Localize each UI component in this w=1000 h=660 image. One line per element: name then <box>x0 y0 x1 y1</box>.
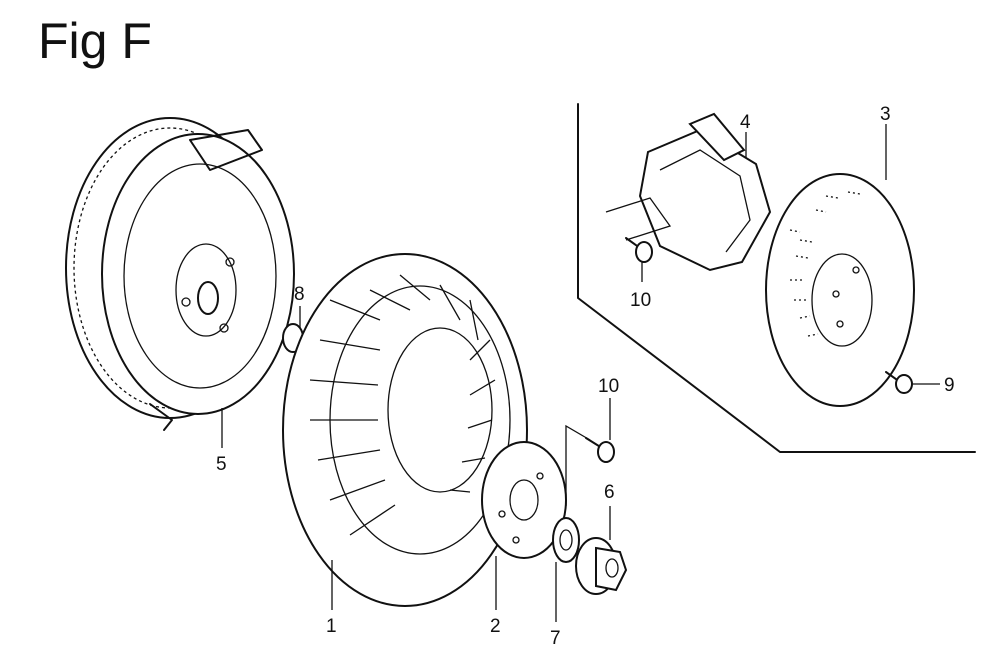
washer-part <box>552 517 580 563</box>
callout-10-starter: 10 <box>630 290 651 311</box>
callout-9: 9 <box>944 375 955 396</box>
fan-plate-part <box>481 441 567 559</box>
callout-1: 1 <box>326 616 337 637</box>
callout-2: 2 <box>490 616 501 637</box>
callout-3: 3 <box>880 104 891 125</box>
callout-8: 8 <box>294 284 305 305</box>
leader-lines <box>221 124 940 622</box>
flywheel-fan-part <box>282 253 528 607</box>
recoil-starter-part <box>605 112 772 272</box>
callout-5: 5 <box>216 454 227 475</box>
callout-6: 6 <box>604 482 615 503</box>
bolt-starter-part <box>625 237 653 263</box>
flange-nut-part <box>575 537 628 595</box>
subassembly-frame <box>577 103 976 453</box>
callout-4: 4 <box>740 112 751 133</box>
callout-7: 7 <box>550 628 561 649</box>
bolt-pulley-part <box>885 371 913 394</box>
starter-pulley-part <box>765 173 915 407</box>
figure-title: Fig F <box>38 13 152 69</box>
bolt-fan-part <box>585 437 615 463</box>
flywheel-part <box>65 117 295 431</box>
callout-10-fan: 10 <box>598 376 619 397</box>
